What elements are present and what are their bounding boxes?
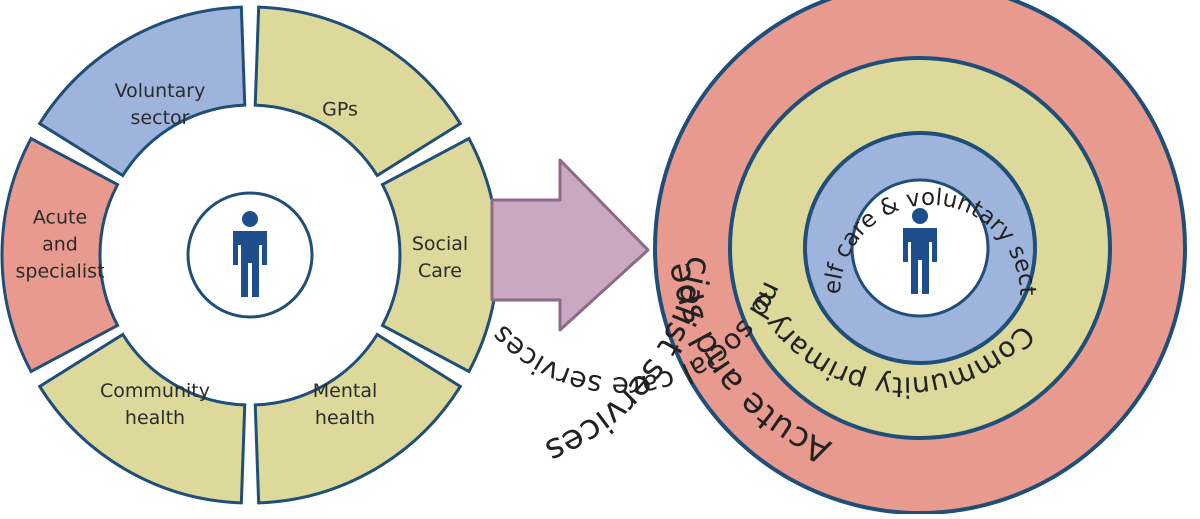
segment-label: Community <box>100 380 210 402</box>
segment-shape <box>37 332 247 505</box>
segment-label: specialist <box>16 261 105 283</box>
segment-label: Social <box>412 233 468 255</box>
segment-label: Mental <box>313 380 378 402</box>
segment-acute-specialist: Acute and specialist <box>0 136 120 374</box>
segment-shape <box>0 136 120 374</box>
segment-label: Acute <box>33 207 87 229</box>
segment-label: Voluntary <box>115 80 206 102</box>
segment-shape <box>37 5 247 178</box>
right-arrow-icon <box>490 158 650 332</box>
segment-label: health <box>125 407 185 429</box>
segment-label: Care <box>418 260 462 282</box>
segment-shape <box>380 136 500 374</box>
segment-voluntary-sector: Voluntary sector <box>37 5 247 178</box>
segment-community-health: Community health <box>37 332 247 505</box>
segment-mental-health: Mental health <box>253 332 463 505</box>
person-icon <box>903 208 937 294</box>
segment-label: sector <box>131 107 190 129</box>
segment-label: health <box>315 407 375 429</box>
segment-shape <box>253 5 463 178</box>
segment-label: and <box>42 234 78 256</box>
segment-label: GPs <box>322 99 358 121</box>
person-icon <box>233 211 267 297</box>
segment-shape <box>253 332 463 505</box>
segment-gps: GPs <box>253 5 463 178</box>
